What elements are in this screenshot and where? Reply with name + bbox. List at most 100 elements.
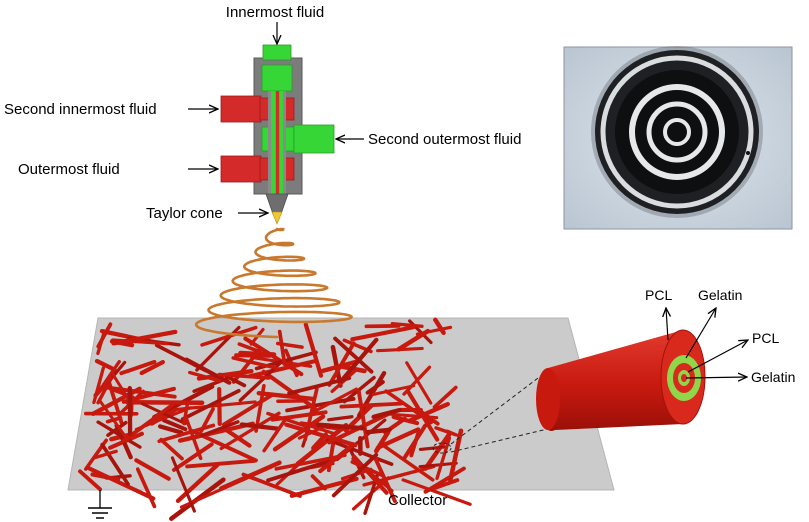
svg-text:PCL: PCL (752, 330, 779, 346)
fiber-strand (356, 389, 370, 449)
fiber-strand (285, 396, 356, 413)
fiber-strand (170, 456, 196, 513)
fiber-strand (391, 414, 420, 426)
fiber-strand (182, 402, 190, 426)
fiber-strand (231, 356, 279, 370)
fiber-strand (401, 478, 472, 506)
label-outermost-fluid: Outermost fluid (18, 161, 218, 178)
fiber-strand (111, 329, 178, 346)
fiber-strand (405, 361, 433, 405)
fiber-strand (247, 358, 318, 379)
fiber-cross-section (536, 329, 706, 431)
fiber-strand (435, 436, 452, 481)
fiber-strand (307, 387, 358, 416)
fiber-strand (94, 358, 117, 372)
fiber-strand (287, 376, 352, 396)
svg-text:Gelatin: Gelatin (751, 369, 795, 385)
fiber-strand (154, 343, 208, 373)
label-pcl-inner: PCL (687, 330, 779, 373)
fiber-strand (172, 442, 214, 472)
fiber-strand (327, 415, 354, 422)
label-gelatin-outer: Gelatin (685, 287, 742, 359)
fiber-strand (200, 420, 240, 438)
svg-text:Innermost fluid: Innermost fluid (226, 4, 324, 21)
label-second-innermost-fluid: Second innermost fluid (4, 101, 218, 118)
fiber-strand (375, 427, 421, 450)
fiber-strand (406, 401, 450, 424)
fiber-strand (219, 411, 281, 451)
fiber-strand (380, 442, 435, 482)
fiber-strand (106, 420, 128, 438)
label-gelatin-inner: Gelatin (685, 369, 795, 385)
fiber-strand (274, 453, 347, 471)
svg-text:Outermost fluid: Outermost fluid (18, 161, 120, 178)
svg-text:Second innermost fluid: Second innermost fluid (4, 101, 157, 118)
fiber-strand (78, 469, 103, 492)
svg-text:Second outermost fluid: Second outermost fluid (368, 131, 521, 148)
fiber-strand (188, 370, 222, 383)
fiber-strand (238, 350, 277, 357)
fiber-strand (261, 369, 317, 411)
fiber-strand (238, 361, 282, 403)
fiber-mat (78, 317, 472, 521)
fiber-strand (432, 385, 458, 409)
fiber-strand (365, 427, 392, 435)
fiber-strand (184, 415, 203, 461)
fiber-strand (333, 336, 374, 374)
ground-icon (88, 490, 112, 519)
fiber-strand (180, 388, 241, 421)
fiber-strand (371, 407, 402, 419)
coaxial-fiber-micrograph (563, 46, 793, 230)
fiber-strand (93, 449, 118, 460)
collector-label: Collector (388, 492, 447, 509)
fiber-strand (175, 463, 220, 504)
fiber-strand (98, 398, 130, 442)
fiber-strand (423, 431, 452, 471)
fiber-strand (237, 342, 262, 354)
fiber-strand (200, 325, 258, 347)
label-taylor-cone: Taylor cone (146, 205, 268, 222)
fiber-strand (100, 384, 177, 399)
fiber-strand (339, 337, 379, 384)
fiber-strand (448, 428, 464, 483)
fiber-strand (119, 359, 157, 376)
fiber-jet (194, 227, 353, 339)
fiber-strand (96, 330, 106, 356)
fiber-strand (221, 392, 275, 427)
fiber-strand (262, 417, 288, 453)
fiber-strand (434, 426, 457, 437)
label-second-outermost-fluid: Second outermost fluid (336, 131, 521, 148)
fiber-strand (100, 442, 130, 486)
fiber-strand (157, 424, 184, 435)
fiber-strand (134, 458, 171, 481)
fiber-strand (406, 389, 440, 442)
fiber-strand (185, 458, 257, 469)
fiber-strand (224, 374, 247, 388)
fiber-strand (352, 454, 389, 495)
fiber-strand (325, 437, 394, 467)
fiber-strand (86, 465, 156, 501)
fiber-strand (157, 423, 216, 444)
fiber-strand (266, 458, 333, 483)
label-pcl-outer: PCL (645, 287, 672, 341)
fiber-strand (284, 422, 358, 448)
fiber-strand (318, 442, 356, 474)
fiber-strand (101, 359, 121, 387)
label-innermost-fluid: Innermost fluid (226, 4, 324, 44)
fiber-strand (159, 437, 184, 461)
fiber-strand (272, 414, 326, 452)
fiber-strand (331, 452, 379, 498)
zoom-lines (432, 371, 561, 454)
fiber-strand (241, 472, 302, 498)
fiber-strand (110, 371, 129, 399)
svg-text:Taylor cone: Taylor cone (146, 205, 223, 222)
fiber-strand (139, 359, 165, 376)
fiber-strand (339, 401, 404, 409)
fiber-strand (162, 418, 188, 432)
fiber-strand (316, 422, 366, 431)
fiber-strand (373, 429, 391, 454)
svg-text:Gelatin: Gelatin (698, 287, 742, 303)
fiber-strand (418, 461, 458, 469)
fiber-strand (409, 430, 421, 458)
